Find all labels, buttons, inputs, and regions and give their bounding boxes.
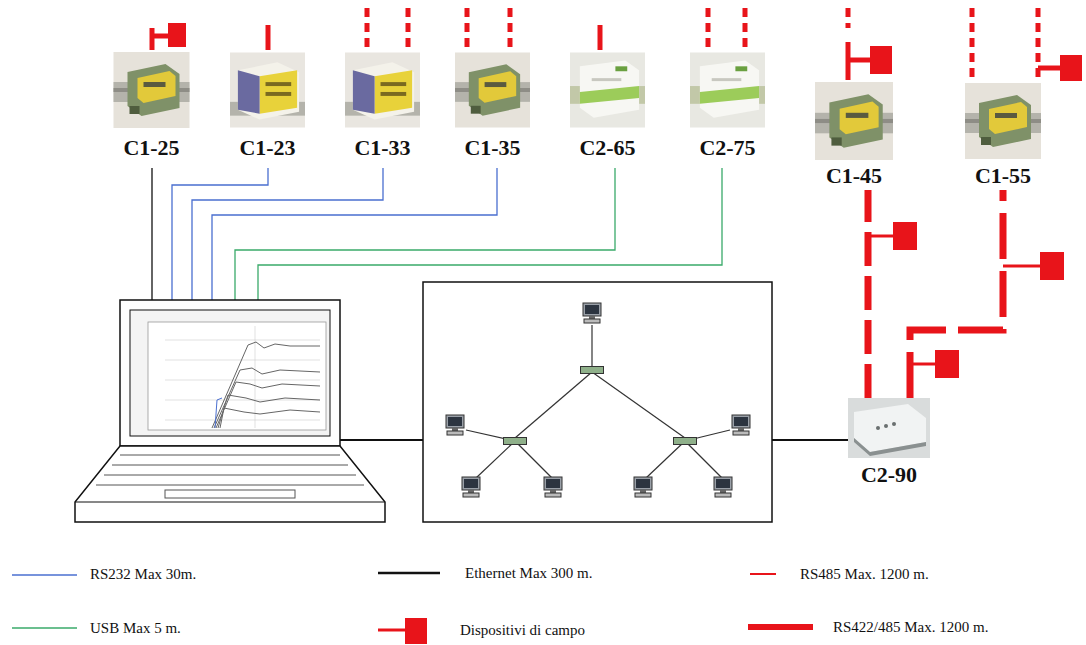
device-label: C1-55 bbox=[975, 164, 1031, 188]
device-node: C2-65 bbox=[570, 52, 645, 162]
device-node: C1-45 bbox=[815, 82, 893, 190]
legend-text: RS422/485 Max. 1200 m. bbox=[833, 617, 988, 637]
device-label: C2-90 bbox=[861, 463, 917, 487]
device-node: C1-55 bbox=[965, 82, 1041, 190]
device-label: C1-45 bbox=[826, 164, 882, 188]
device-node: C1-25 bbox=[113, 52, 190, 162]
bus-connector bbox=[910, 190, 1003, 398]
device-label: C1-33 bbox=[354, 136, 410, 160]
device-node: C2-75 bbox=[690, 52, 765, 162]
device-label: C2-65 bbox=[579, 136, 635, 160]
legend-text: Ethernet Max 300 m. bbox=[465, 563, 592, 583]
legend-text: Dispositivi di campo bbox=[460, 620, 585, 640]
bus-connector bbox=[865, 190, 872, 398]
device-label: C1-25 bbox=[123, 136, 179, 160]
legend-text: RS232 Max 30m. bbox=[90, 564, 196, 584]
device-label: C1-35 bbox=[464, 136, 520, 160]
device-label: C2-75 bbox=[699, 136, 755, 160]
legend-text: RS485 Max. 1200 m. bbox=[800, 564, 929, 584]
device-node: C2-90 bbox=[848, 398, 930, 489]
legend-text: USB Max 5 m. bbox=[90, 618, 181, 638]
device-node: C1-35 bbox=[455, 52, 530, 162]
device-label: C1-23 bbox=[239, 136, 295, 160]
device-node: C1-33 bbox=[345, 52, 420, 162]
device-node: C1-23 bbox=[230, 52, 305, 162]
